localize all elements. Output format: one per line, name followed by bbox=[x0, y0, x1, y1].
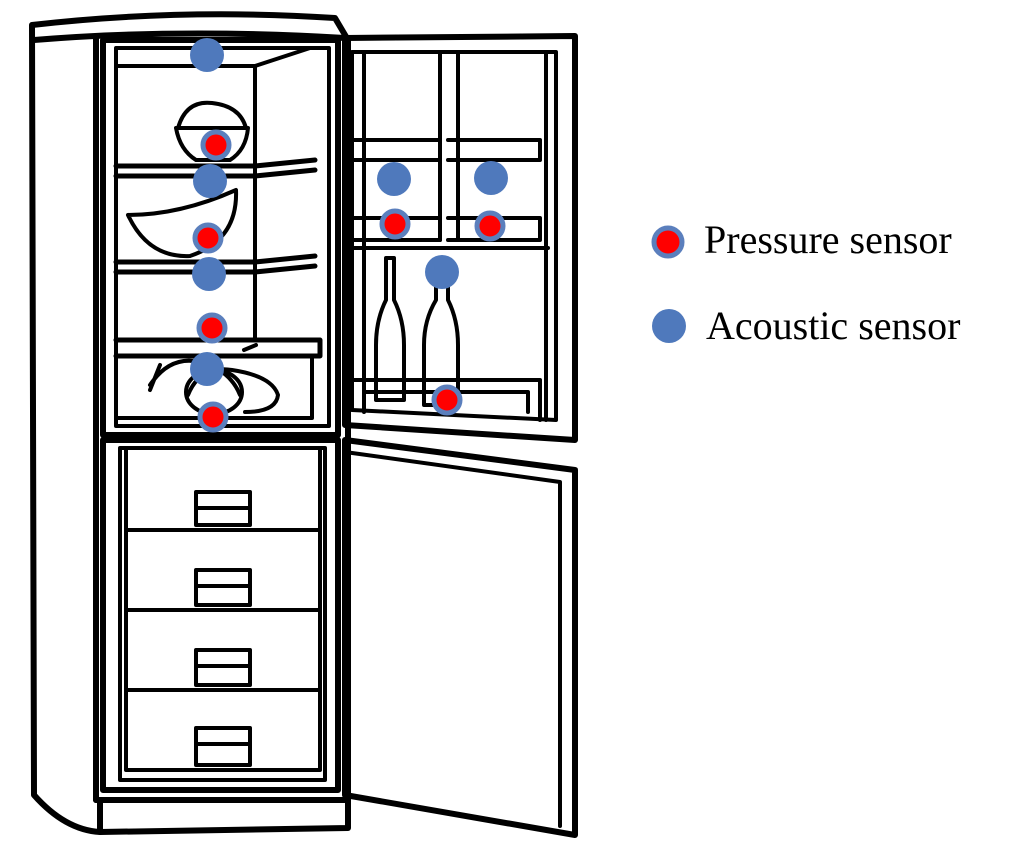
pressure-sensor-marker bbox=[197, 401, 229, 433]
acoustic-sensor-marker bbox=[474, 161, 508, 195]
door-bottom-bin bbox=[362, 390, 530, 414]
pressure-sensor-marker bbox=[196, 312, 228, 344]
pressure-sensor-marker bbox=[431, 384, 463, 416]
freezer-compartment-inner bbox=[118, 446, 327, 782]
bowl-drawing bbox=[174, 100, 250, 162]
legend-pressure-label: Pressure sensor bbox=[704, 217, 952, 262]
fridge-back-wall bbox=[114, 46, 312, 342]
shelf-2 bbox=[113, 253, 318, 275]
legend-pressure-marker bbox=[651, 225, 685, 259]
acoustic-sensor-marker bbox=[192, 257, 226, 291]
lower-door-edge bbox=[343, 450, 562, 828]
pressure-sensor-marker bbox=[379, 208, 411, 240]
watermelon-slice-drawing bbox=[126, 188, 239, 259]
crisper-lid bbox=[113, 337, 323, 359]
pressure-sensor-marker bbox=[192, 222, 224, 254]
pressure-sensors bbox=[192, 129, 506, 433]
freezer-compartment-frame bbox=[100, 437, 341, 793]
drawer-handles bbox=[194, 490, 252, 767]
acoustic-sensor-marker bbox=[190, 38, 224, 72]
legend-acoustic-label: Acoustic sensor bbox=[706, 303, 960, 348]
pressure-sensor-marker bbox=[200, 129, 232, 161]
legend-acoustic-marker bbox=[652, 309, 686, 343]
upper-door-outline bbox=[342, 33, 578, 443]
door-bottle-shelf bbox=[350, 246, 550, 422]
fridge-top-edge bbox=[31, 30, 348, 43]
acoustic-sensor-marker bbox=[190, 352, 224, 386]
bottle-1 bbox=[374, 256, 406, 402]
legend: Pressure sensor Acoustic sensor bbox=[651, 217, 960, 348]
acoustic-sensors bbox=[190, 38, 508, 386]
pressure-sensor-marker bbox=[474, 210, 506, 242]
fridge-base bbox=[93, 797, 348, 835]
fridge-cabinet-outline bbox=[29, 11, 351, 835]
freezer-drawer-lines bbox=[124, 448, 322, 772]
lower-door-outline bbox=[342, 437, 578, 838]
acoustic-sensor-marker bbox=[425, 255, 459, 289]
shelf-1 bbox=[113, 157, 318, 179]
upper-door-inner bbox=[350, 50, 558, 422]
acoustic-sensor-marker bbox=[193, 164, 227, 198]
acoustic-sensor-marker bbox=[377, 162, 411, 196]
refrigerator-drawing bbox=[29, 11, 578, 838]
fridge-compartment-frame bbox=[100, 37, 341, 438]
